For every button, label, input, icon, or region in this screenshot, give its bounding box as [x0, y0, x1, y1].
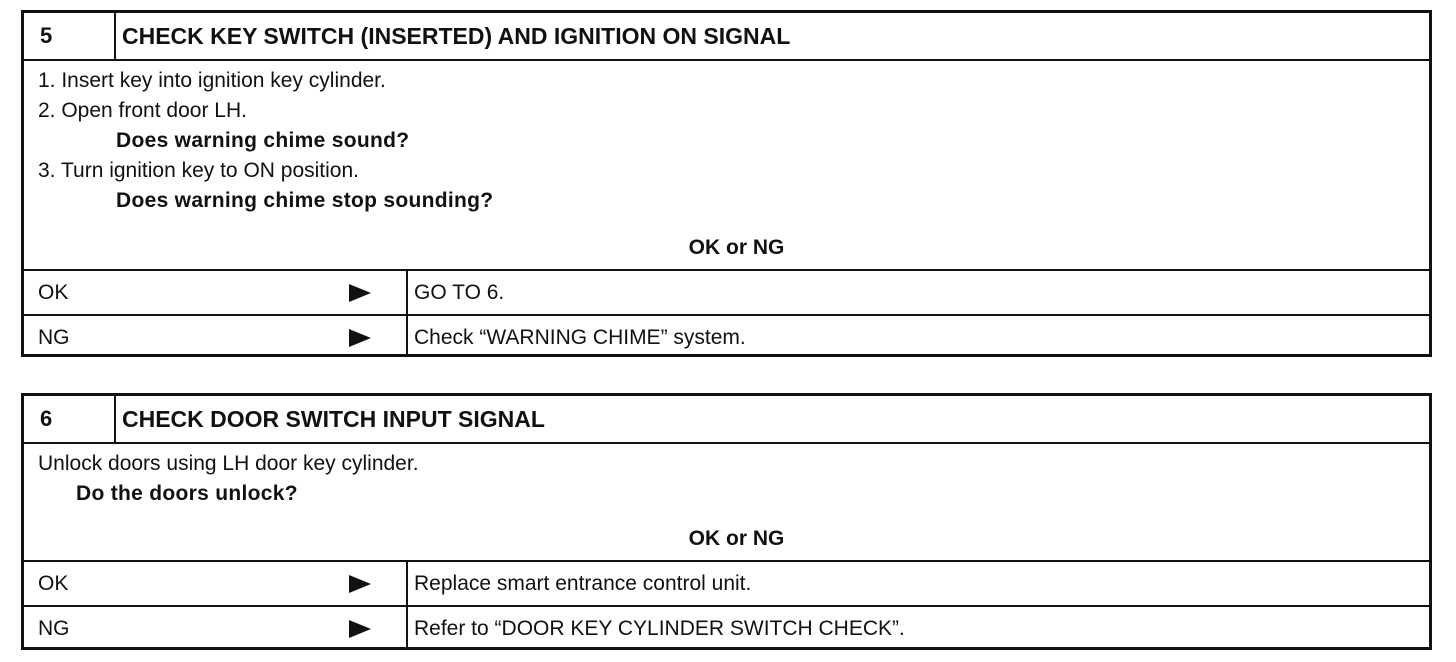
result-row-ng: NG Refer to “DOOR KEY CYLINDER SWITCH CH… — [24, 605, 1429, 648]
result-label: OK — [38, 572, 69, 595]
instruction-line: 1. Insert key into ignition key cylinder… — [38, 69, 386, 92]
result-action: Replace smart entrance control unit. — [414, 572, 752, 595]
instruction-line: 2. Open front door LH. — [38, 99, 247, 122]
step-5-box: 5 CHECK KEY SWITCH (INSERTED) AND IGNITI… — [21, 10, 1432, 357]
instruction-line: 3. Turn ignition key to ON position. — [38, 159, 359, 182]
step-title: CHECK KEY SWITCH (INSERTED) AND IGNITION… — [122, 23, 791, 49]
right-triangle-icon — [349, 329, 371, 347]
result-action: Refer to “DOOR KEY CYLINDER SWITCH CHECK… — [414, 617, 905, 640]
result-row-ok: OK Replace smart entrance control unit. — [24, 562, 1429, 605]
instruction-question: Does warning chime sound? — [116, 129, 410, 152]
ok-or-ng-prompt: OK or NG — [688, 236, 785, 259]
instruction-question: Does warning chime stop sounding? — [116, 189, 494, 212]
instruction-question: Do the doors unlock? — [76, 482, 298, 505]
right-triangle-icon — [349, 620, 371, 638]
result-row-ng: NG Check “WARNING CHIME” system. — [24, 314, 1429, 357]
result-label: OK — [38, 281, 69, 304]
ok-or-ng-prompt: OK or NG — [688, 527, 785, 550]
result-action: GO TO 6. — [414, 281, 505, 304]
step-number: 6 — [24, 396, 116, 442]
right-triangle-icon — [349, 284, 371, 302]
instruction-line: Unlock doors using LH door key cylinder. — [38, 452, 419, 475]
step-5-instructions: 1. Insert key into ignition key cylinder… — [24, 61, 1429, 271]
step-title: CHECK DOOR SWITCH INPUT SIGNAL — [122, 406, 545, 432]
result-label: NG — [38, 326, 70, 349]
result-action: Check “WARNING CHIME” system. — [414, 326, 746, 349]
step-6-instructions: Unlock doors using LH door key cylinder.… — [24, 444, 1429, 562]
right-triangle-icon — [349, 575, 371, 593]
step-6-box: 6 CHECK DOOR SWITCH INPUT SIGNAL Unlock … — [21, 393, 1432, 650]
result-label: NG — [38, 617, 70, 640]
step-5-header: 5 CHECK KEY SWITCH (INSERTED) AND IGNITI… — [24, 13, 1429, 61]
step-number: 5 — [24, 13, 116, 59]
step-6-header: 6 CHECK DOOR SWITCH INPUT SIGNAL — [24, 396, 1429, 444]
result-row-ok: OK GO TO 6. — [24, 271, 1429, 314]
